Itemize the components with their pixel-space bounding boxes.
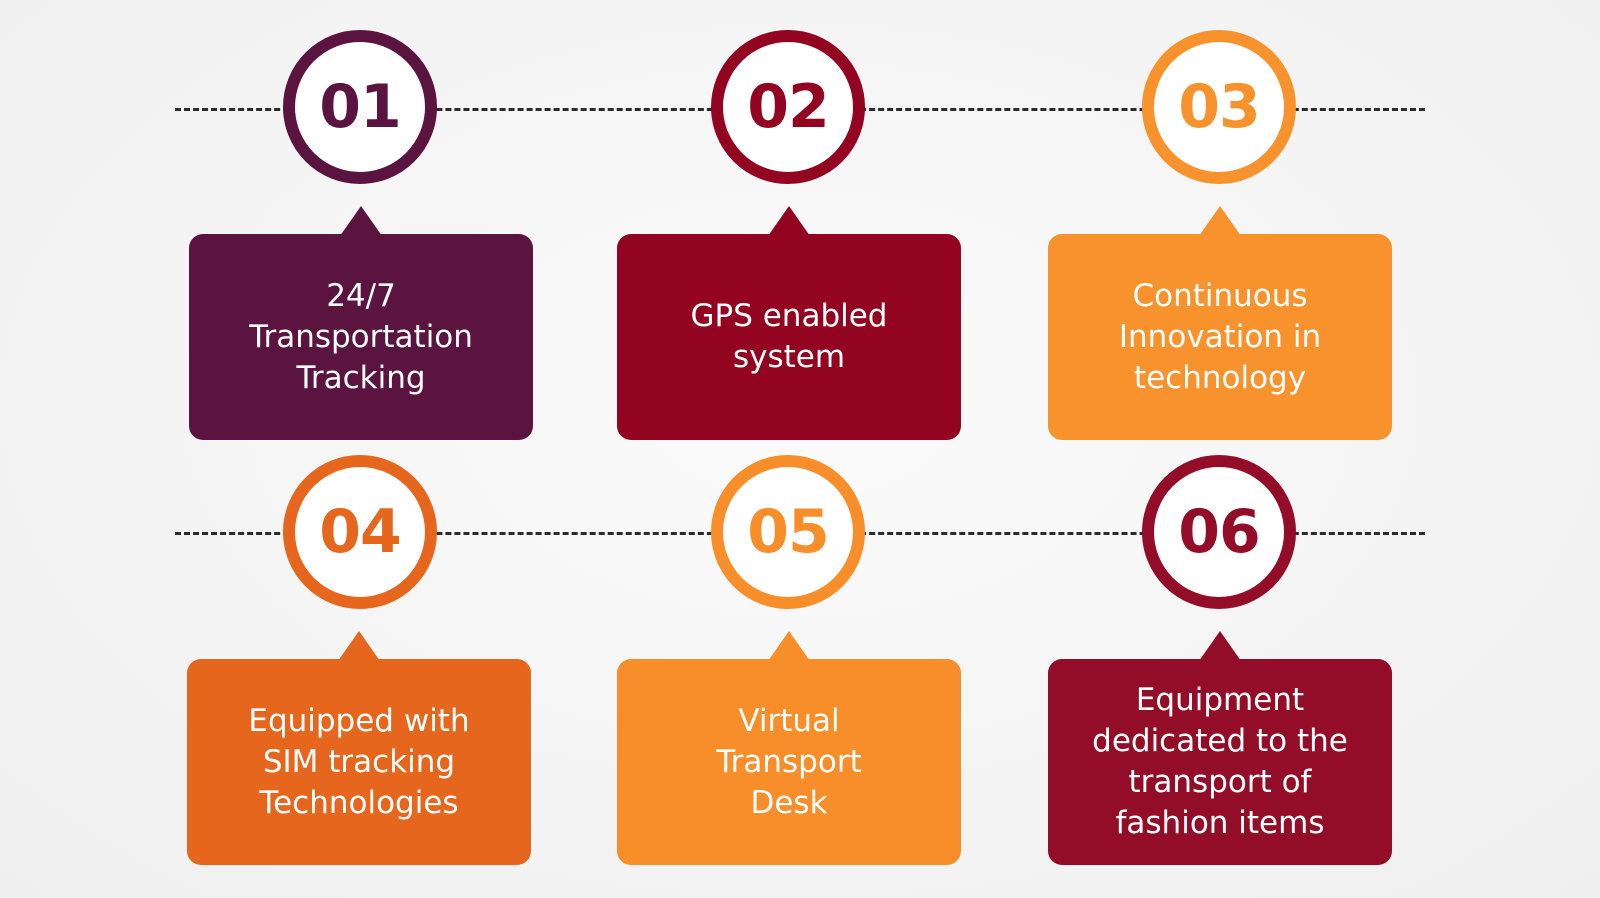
step-circle-06: 06 bbox=[1142, 455, 1296, 609]
step-number-03: 03 bbox=[1178, 72, 1260, 142]
step-number-05: 05 bbox=[747, 497, 829, 567]
step-card-05: Virtual Transport Desk bbox=[617, 631, 961, 865]
card-pointer-02 bbox=[768, 206, 810, 236]
step-card-03: Continuous Innovation in technology bbox=[1048, 206, 1392, 440]
step-circle-03: 03 bbox=[1142, 30, 1296, 184]
step-circle-05: 05 bbox=[711, 455, 865, 609]
step-label-02: GPS enabled system bbox=[690, 298, 888, 375]
card-pointer-03 bbox=[1199, 206, 1241, 236]
step-circle-02: 02 bbox=[711, 30, 865, 184]
card-pointer-05 bbox=[768, 631, 810, 661]
card-pointer-06 bbox=[1199, 631, 1241, 661]
step-card-01: 24/7 Transportation Tracking bbox=[189, 206, 533, 440]
step-circle-04: 04 bbox=[283, 455, 437, 609]
step-label-06: Equipment dedicated to the transport of … bbox=[1092, 682, 1348, 841]
step-number-06: 06 bbox=[1178, 497, 1260, 567]
step-number-04: 04 bbox=[319, 497, 401, 567]
step-card-06: Equipment dedicated to the transport of … bbox=[1048, 631, 1392, 865]
step-number-02: 02 bbox=[747, 72, 829, 142]
card-pointer-01 bbox=[340, 206, 382, 236]
step-label-03: Continuous Innovation in technology bbox=[1118, 277, 1322, 396]
step-card-04: Equipped with SIM tracking Technologies bbox=[187, 631, 531, 865]
card-pointer-04 bbox=[338, 631, 380, 661]
step-card-02: GPS enabled system bbox=[617, 206, 961, 440]
step-number-01: 01 bbox=[319, 72, 401, 142]
step-label-01: 24/7 Transportation Tracking bbox=[249, 277, 473, 396]
step-circle-01: 01 bbox=[283, 30, 437, 184]
step-label-04: Equipped with SIM tracking Technologies bbox=[248, 702, 470, 821]
step-label-05: Virtual Transport Desk bbox=[716, 702, 862, 821]
